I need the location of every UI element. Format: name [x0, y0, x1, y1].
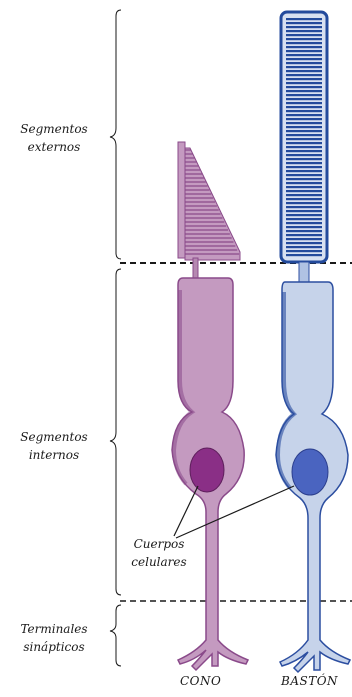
rod-disc [286, 82, 322, 84]
cell-bodies-label: Cuerpos celulares [114, 535, 204, 571]
rod-disc [286, 118, 322, 120]
rod-disc [286, 90, 322, 92]
rod-disc [286, 154, 322, 156]
rod-disc [286, 234, 322, 236]
rod-connecting-cilium [299, 262, 309, 282]
rod-disc [286, 134, 322, 136]
rod-disc [286, 114, 322, 116]
rod-disc [286, 86, 322, 88]
rod-disc [286, 218, 322, 220]
cone-nucleus [190, 448, 224, 492]
rod-disc [286, 190, 322, 192]
rod-disc [286, 18, 322, 20]
rod-disc [286, 102, 322, 104]
rod-disc [286, 50, 322, 52]
rod-disc [286, 110, 322, 112]
rod-disc [286, 222, 322, 224]
rod-disc [286, 74, 322, 76]
rod-cell [276, 12, 350, 672]
rod-disc [286, 170, 322, 172]
rod-disc [286, 98, 322, 100]
cell-bodies-line1: Cuerpos [114, 535, 204, 553]
rod-disc [286, 54, 322, 56]
rod-disc [286, 22, 322, 24]
cone-disc-stack [185, 150, 239, 254]
cone-caption: CONO [180, 674, 221, 688]
rod-disc [286, 182, 322, 184]
rod-disc [286, 178, 322, 180]
rod-disc [286, 94, 322, 96]
rod-disc [286, 106, 322, 108]
rod-disc [286, 206, 322, 208]
cone-outer-segment [178, 142, 240, 260]
cone-outer-spine [178, 142, 185, 258]
rod-disc [286, 62, 322, 64]
rod-disc [286, 150, 322, 152]
rod-disc [286, 58, 322, 60]
rod-disc [286, 126, 322, 128]
synaptic-terminals-line1: Terminales [4, 620, 104, 638]
rod-disc [286, 46, 322, 48]
synaptic-terminals-line2: sinápticos [4, 638, 104, 656]
rod-disc [286, 158, 322, 160]
rod-disc [286, 42, 322, 44]
rod-outer-segment [281, 12, 327, 262]
outer-segments-line1: Segmentos [4, 120, 104, 138]
rod-disc [286, 230, 322, 232]
cell-bodies-line2: celulares [114, 553, 204, 571]
outer-segments-line2: externos [4, 138, 104, 156]
rod-disc [286, 250, 322, 252]
rod-disc [286, 162, 322, 164]
rod-nucleus [292, 449, 328, 495]
rod-disc [286, 122, 322, 124]
synaptic-terminals-label: Terminales sinápticos [4, 620, 104, 656]
rod-disc [286, 70, 322, 72]
rod-disc [286, 174, 322, 176]
rod-disc [286, 146, 322, 148]
inner-segments-label: Segmentos internos [4, 428, 104, 464]
rod-disc [286, 34, 322, 36]
rod-disc [286, 210, 322, 212]
rod-caption: BASTÓN [281, 674, 338, 688]
rod-disc [286, 78, 322, 80]
rod-disc [286, 142, 322, 144]
rod-disc [286, 38, 322, 40]
cell-bodies-pointer-cone [174, 486, 198, 536]
cone-outer-taper [185, 148, 240, 260]
inner-segments-line2: internos [4, 446, 104, 464]
rod-disc [286, 66, 322, 68]
rod-disc [286, 238, 322, 240]
rod-disc [286, 166, 322, 168]
rod-disc [286, 186, 322, 188]
synaptic-terminals-brace [110, 605, 121, 666]
rod-disc [286, 138, 322, 140]
rod-outer-frame [281, 12, 327, 262]
rod-disc [286, 26, 322, 28]
rod-disc [286, 198, 322, 200]
rod-disc [286, 246, 322, 248]
rod-disc [286, 242, 322, 244]
cone-connecting-cilium [193, 258, 198, 278]
rod-disc [286, 130, 322, 132]
rod-disc [286, 254, 322, 256]
inner-segments-line1: Segmentos [4, 428, 104, 446]
rod-disc [286, 30, 322, 32]
outer-segments-brace [110, 10, 121, 259]
rod-disc [286, 226, 322, 228]
rod-disc [286, 194, 322, 196]
outer-segments-label: Segmentos externos [4, 120, 104, 156]
rod-disc [286, 214, 322, 216]
rod-disc [286, 202, 322, 204]
cone-cell [172, 142, 248, 670]
